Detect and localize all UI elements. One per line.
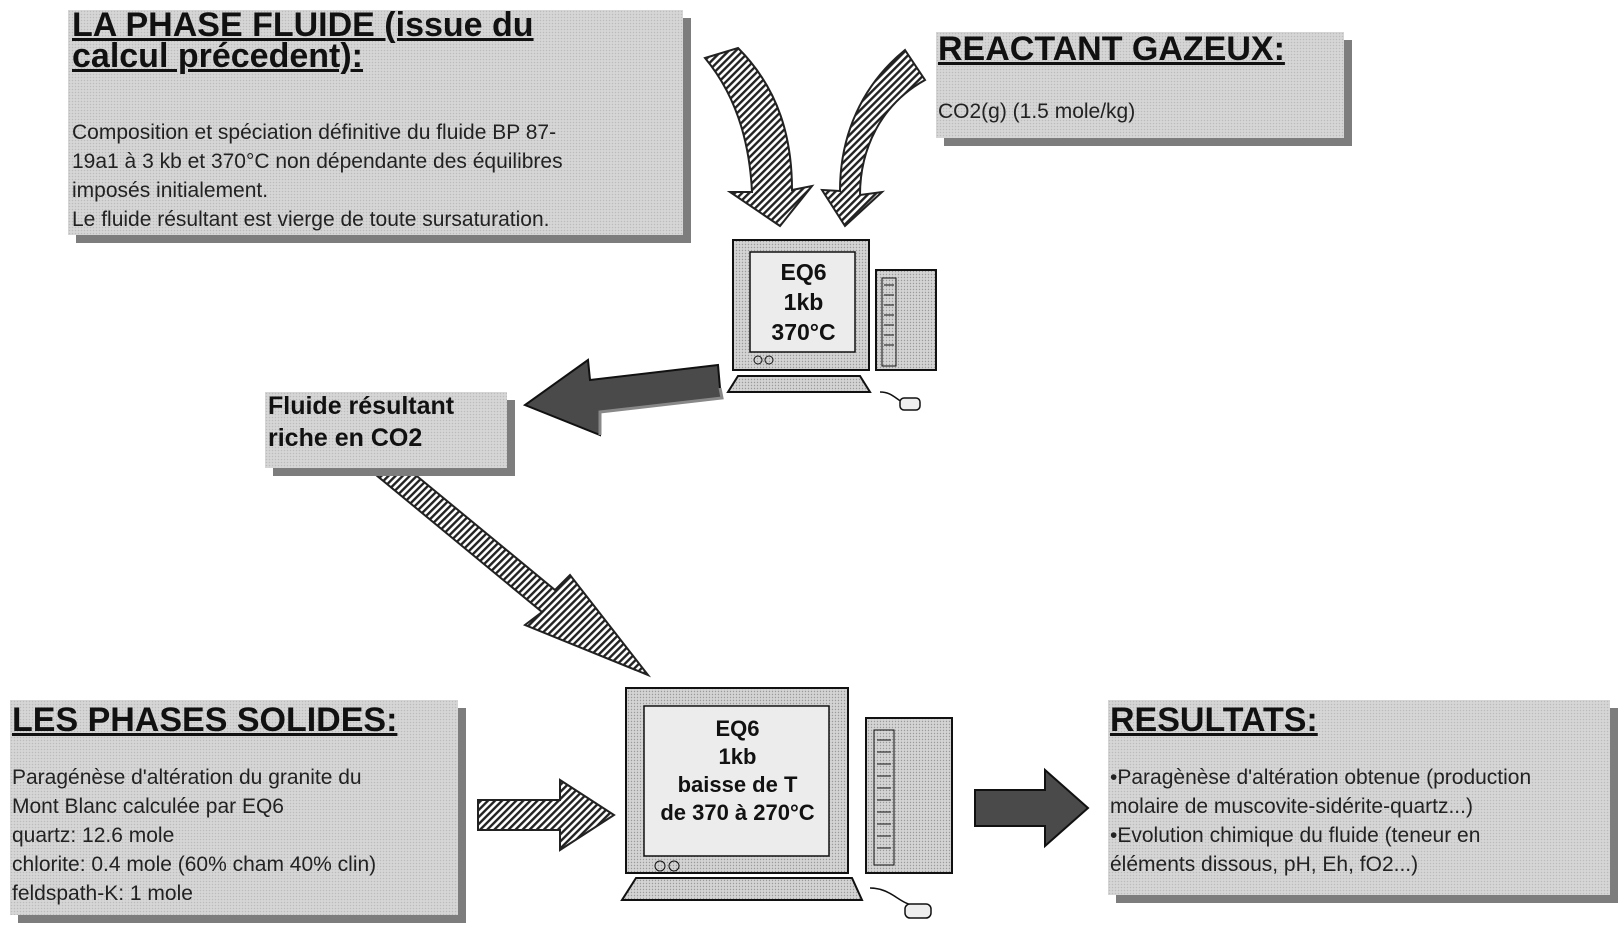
fluid-phase-title: LA PHASE FLUIDE (issue du calcul précede… [72, 6, 534, 75]
curved-arrow-left-icon [703, 46, 815, 228]
dark-arrow-left-icon [522, 358, 724, 437]
solid-phases-description: Paragénèse d'altération du granite du Mo… [12, 766, 377, 905]
fluid-phase-box [68, 10, 683, 235]
results-box [1108, 700, 1610, 895]
gas-reactant-description: CO2(g) (1.5 mole/kg) [938, 100, 1136, 123]
fluid-phase-title-line2: calcul précedent): [72, 37, 363, 75]
fluid-result-box [265, 392, 507, 468]
diagonal-arrow-icon [368, 456, 652, 678]
fluid-phase-title-line1: LA PHASE FLUIDE (issue du [72, 6, 534, 44]
fluid-phase-description: Composition et spéciation définitive du … [72, 121, 563, 231]
dark-arrow-right-icon [974, 767, 1090, 849]
computer-bottom-icon [620, 687, 953, 919]
fluid-result-label: Fluide résultant riche en CO2 [268, 392, 455, 452]
solid-phases-box [10, 700, 458, 915]
results-description: •Paragènèse d'altération obtenue (produc… [1110, 766, 1532, 876]
gas-reactant-box [936, 32, 1344, 138]
curved-arrow-right-icon [820, 48, 927, 228]
computer-top-screen-text: EQ6 1kb 370°C [771, 259, 836, 345]
gas-reactant-title: REACTANT GAZEUX: [938, 30, 1285, 68]
solid-phases-title: LES PHASES SOLIDES: [12, 701, 398, 739]
results-title: RESULTATS: [1110, 701, 1318, 739]
computer-top-icon [726, 239, 937, 411]
hatched-arrow-right-icon [477, 778, 616, 852]
computer-bottom-screen-text: EQ6 1kb baisse de T de 370 à 270°C [660, 716, 815, 825]
